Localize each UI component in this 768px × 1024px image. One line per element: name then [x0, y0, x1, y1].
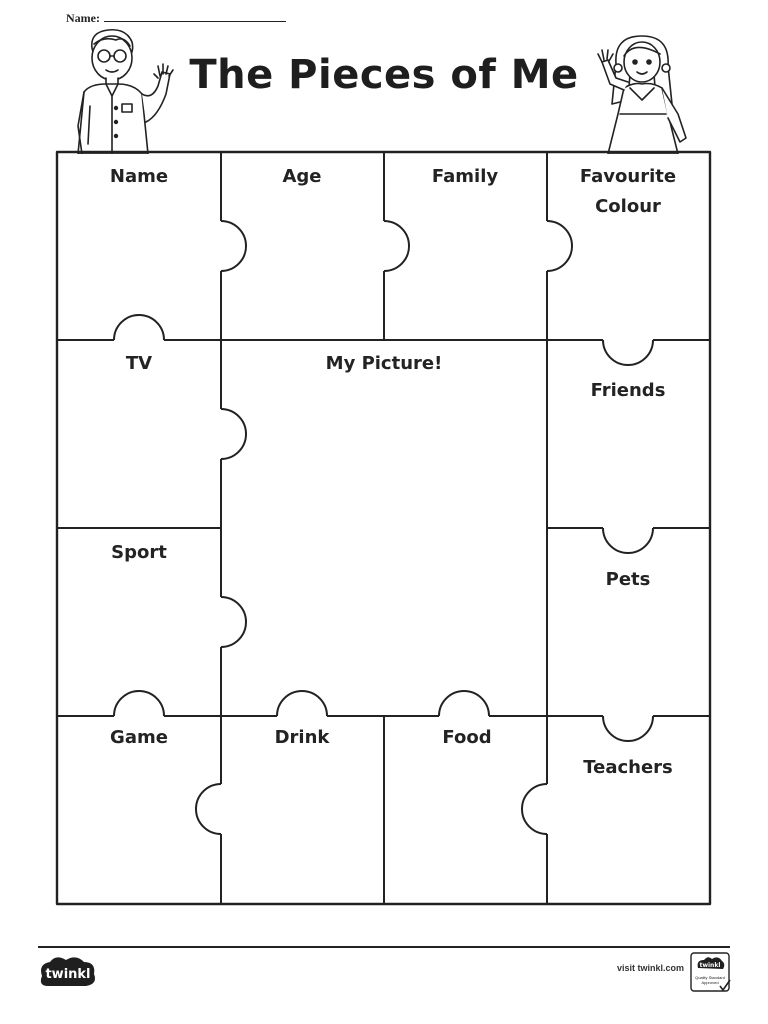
boy-illustration-icon — [77, 28, 174, 154]
piece-favourite-colour-line1: Favourite — [579, 166, 677, 187]
badge-line2-text: Approved — [701, 980, 718, 985]
piece-family-label: Family — [431, 166, 499, 187]
twinkl-logo-icon[interactable]: twinkl — [36, 954, 100, 990]
piece-age-label: Age — [282, 166, 322, 187]
piece-my-picture-label: My Picture! — [325, 353, 443, 374]
girl-illustration-icon — [597, 35, 687, 154]
name-field[interactable]: Name: — [66, 10, 286, 26]
name-label: Name: — [66, 11, 100, 25]
puzzle-grid — [55, 150, 712, 906]
twinkl-logo-text: twinkl — [45, 967, 90, 982]
piece-pets-label: Pets — [605, 569, 651, 590]
badge-line1-text: Quality Standard — [695, 975, 725, 980]
piece-favourite-colour-label: Favourite Colour — [553, 162, 703, 222]
visit-website-link[interactable]: visit twinkl.com — [616, 963, 684, 973]
piece-name-label: Name — [109, 166, 169, 187]
piece-food-label: Food — [442, 727, 492, 748]
page-title: The Pieces of Me — [189, 52, 579, 98]
name-blank-line[interactable] — [103, 10, 286, 22]
footer-divider — [38, 946, 730, 948]
piece-drink-label: Drink — [274, 727, 330, 748]
piece-game-label: Game — [110, 727, 168, 748]
piece-favourite-colour-line2: Colour — [595, 196, 661, 217]
quality-badge-icon: twinkl Quality Standard Approved — [690, 952, 731, 992]
piece-friends-label: Friends — [590, 380, 666, 401]
piece-teachers-label: Teachers — [583, 757, 673, 778]
piece-sport-label: Sport — [111, 542, 167, 563]
badge-brand-text: twinkl — [700, 962, 721, 969]
piece-tv-label: TV — [125, 353, 153, 374]
